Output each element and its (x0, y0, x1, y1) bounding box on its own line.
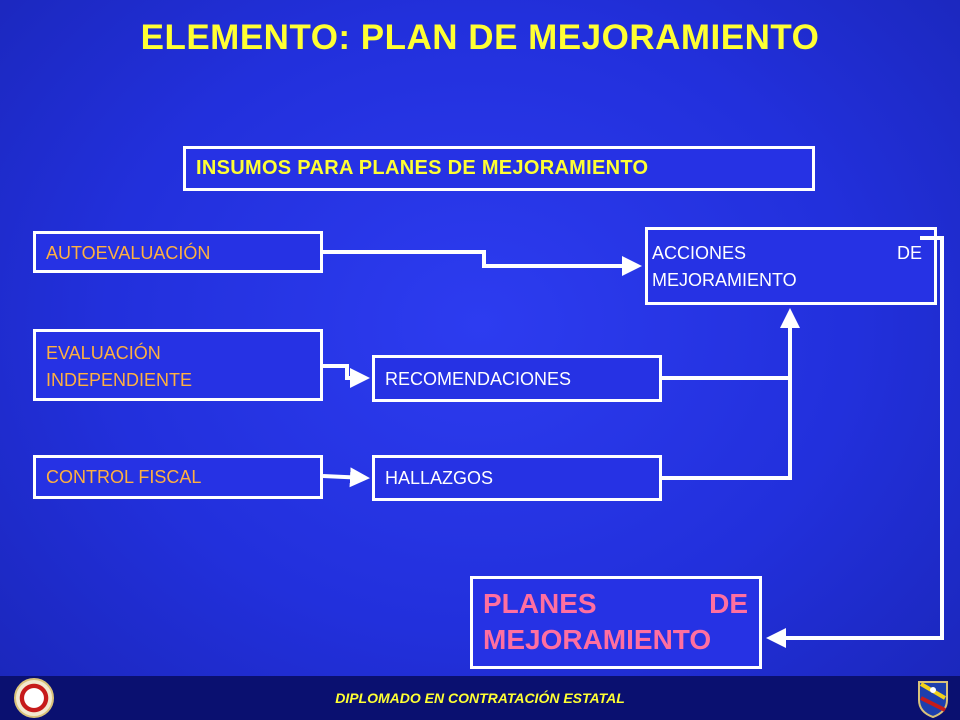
evaluacion-label-line1: EVALUACIÓN (46, 343, 161, 363)
autoevaluacion-label: AUTOEVALUACIÓN (46, 243, 211, 263)
page-title: ELEMENTO: PLAN DE MEJORAMIENTO (140, 18, 820, 57)
insumos-header-label: INSUMOS PARA PLANES DE MEJORAMIENTO (196, 157, 649, 179)
planes-label-line2: MEJORAMIENTO (483, 624, 712, 655)
acciones-label-line2: MEJORAMIENTO (652, 270, 797, 290)
arrow-control-hallazgos (322, 467, 370, 488)
evaluacion-independiente-box (33, 329, 323, 401)
planes-label-line1: PLANES DE (483, 588, 748, 619)
arrow-autoevaluacion-acciones (323, 250, 642, 276)
insumos-header-box (183, 146, 815, 191)
autoevaluacion-box (33, 231, 323, 273)
recomendaciones-box (372, 355, 662, 402)
arrow-hallazgos-acciones (662, 308, 800, 480)
acciones-box (645, 227, 937, 305)
recomendaciones-label: RECOMENDACIONES (385, 369, 572, 389)
arrow-acciones-planes (766, 236, 944, 648)
shield-emblem-icon (918, 681, 948, 718)
hallazgos-box (372, 455, 662, 501)
control-fiscal-box (33, 455, 323, 499)
footer-text: DIPLOMADO EN CONTRATACIÓN ESTATAL (335, 690, 625, 706)
evaluacion-label-line2: INDEPENDIENTE (46, 370, 193, 390)
acciones-label-line1: ACCIONES DE (652, 243, 922, 263)
institution-seal-icon (14, 678, 54, 718)
arrow-evaluacion-recomendaciones (323, 364, 370, 388)
footer-bar (0, 676, 960, 720)
control-fiscal-label: CONTROL FISCAL (46, 467, 202, 487)
hallazgos-label: HALLAZGOS (385, 468, 494, 488)
planes-box (470, 576, 762, 669)
